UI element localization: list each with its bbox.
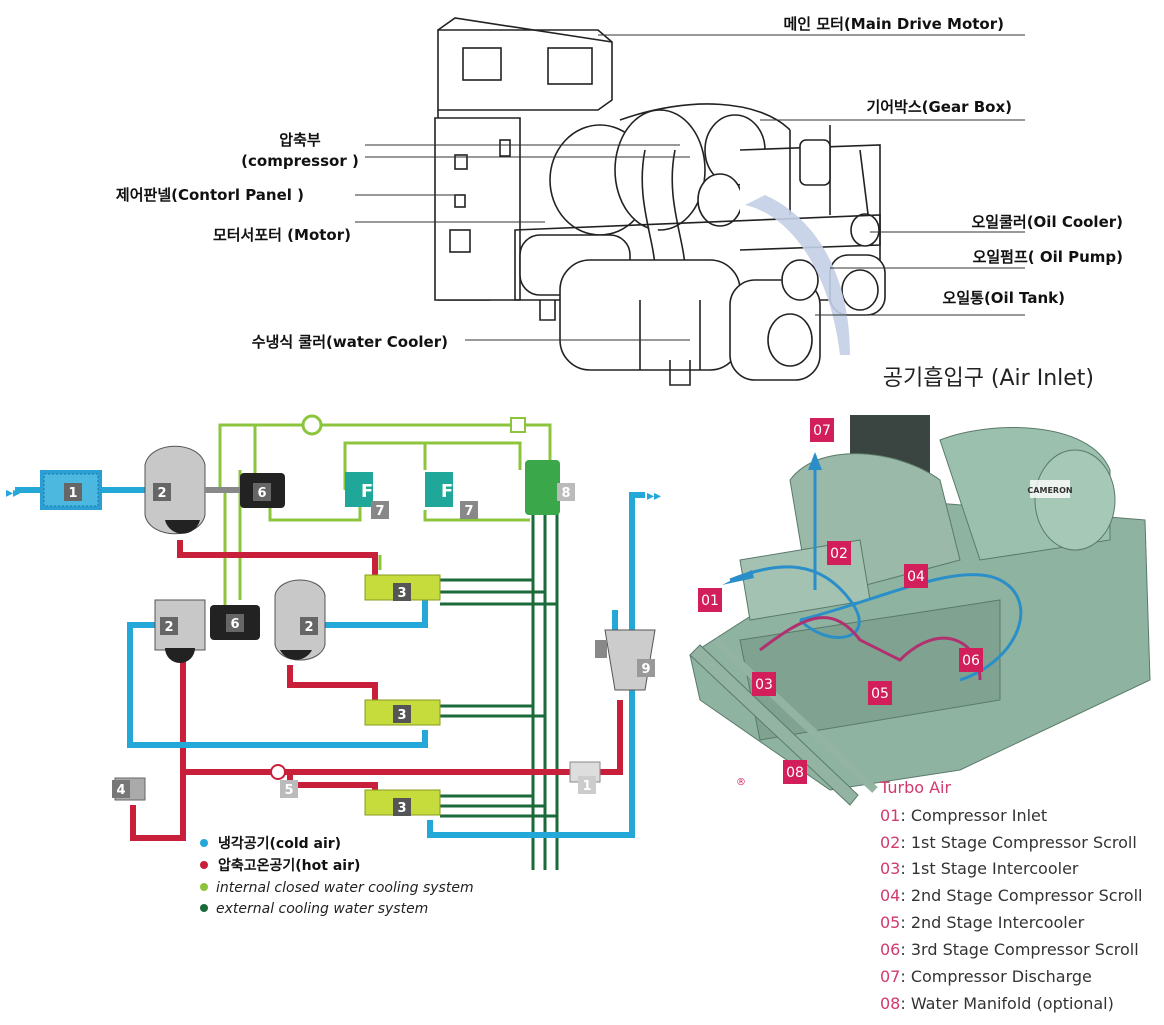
leader-lines [355, 34, 1025, 341]
tag-07: 07 [813, 423, 831, 439]
label-compressor-en: (compressor ) [241, 152, 359, 170]
oil-filters [345, 472, 453, 507]
valve-square [510, 417, 526, 433]
badge-3a: 3 [397, 586, 406, 601]
list-item-05: 05: 2nd Stage Intercooler [880, 913, 1085, 932]
badge-4: 4 [116, 783, 125, 798]
turbo-air-title: Turbo Air [879, 778, 951, 797]
flow-schematic: 1 2 6 F 7 F 7 8 3 2 6 2 3 3 4 [6, 414, 661, 917]
registered-mark: ® [736, 777, 746, 788]
badge-2b: 2 [164, 620, 173, 635]
compressor-stage-1 [144, 445, 206, 535]
inflow-arrows: ▸▸ [6, 485, 20, 501]
tag-02: 02 [830, 546, 848, 562]
badge-3c: 3 [397, 801, 406, 816]
badge-2c: 2 [304, 620, 313, 635]
brand-label: CAMERON [1027, 486, 1072, 495]
outflow-arrows: ▸▸ [647, 488, 661, 504]
oil-cooler-8 [525, 460, 560, 515]
legend-internal-water: internal closed water cooling system [216, 880, 474, 896]
pump-circle [301, 414, 323, 436]
label-compressor-kr: 압축부 [279, 131, 321, 149]
badge-1: 1 [68, 486, 77, 501]
turbo-air-machine: CAMERON ® [689, 415, 1151, 806]
label-oil-pump: 오일펌프( Oil Pump) [973, 248, 1123, 266]
tag-04: 04 [907, 569, 925, 585]
badge-6: 6 [257, 486, 266, 501]
badge-8: 8 [561, 486, 570, 501]
label-motor-support: 모터서포터 (Motor) [213, 226, 351, 244]
badge-3b: 3 [397, 708, 406, 723]
badge-5: 5 [284, 783, 293, 798]
tag-05: 05 [871, 686, 889, 702]
list-item-07: 07: Compressor Discharge [880, 967, 1092, 986]
label-main-drive-motor: 메인 모터(Main Drive Motor) [784, 15, 1005, 33]
cold-air-lines [15, 487, 645, 838]
list-item-04: 04: 2nd Stage Compressor Scroll [880, 886, 1142, 905]
filter-f-2: F [441, 481, 453, 502]
compressor-line-drawing [434, 17, 886, 386]
turbo-tags: 01 02 03 04 05 06 07 08 [698, 418, 983, 784]
badge-1b: 1 [582, 779, 591, 794]
label-water-cooler: 수냉식 쿨러(water Cooler) [252, 333, 448, 351]
badge-7b: 7 [464, 504, 473, 519]
label-oil-cooler: 오일쿨러(Oil Cooler) [972, 213, 1124, 231]
flow-legend: 냉각공기(cold air) 압축고온공기(hot air) internal … [200, 835, 474, 917]
legend-external-water: external cooling water system [216, 901, 428, 917]
external-water-lines [440, 500, 559, 870]
hot-air-lines [130, 540, 623, 841]
label-air-inlet: 공기흡입구 (Air Inlet) [883, 366, 1094, 391]
legend-hot-air: 압축고온공기(hot air) [218, 858, 360, 874]
legend-cold-air: 냉각공기(cold air) [218, 835, 341, 852]
tag-03: 03 [755, 677, 773, 693]
compressor-stage-2a [154, 599, 206, 663]
label-gear-box: 기어박스(Gear Box) [866, 98, 1012, 116]
list-item-06: 06: 3rd Stage Compressor Scroll [880, 940, 1139, 959]
badge-9: 9 [641, 662, 650, 677]
list-item-01: 01: Compressor Inlet [880, 806, 1047, 825]
badge-2: 2 [157, 486, 166, 501]
air-inlet-arrow [745, 195, 850, 355]
turbo-air-list: Turbo Air 01: Compressor Inlet 02: 1st S… [879, 778, 1142, 1013]
list-item-08: 08: Water Manifold (optional) [880, 994, 1114, 1013]
label-control-panel: 제어판넬(Contorl Panel ) [116, 186, 304, 204]
list-item-03: 03: 1st Stage Intercooler [880, 859, 1079, 878]
valve-5 [270, 764, 286, 780]
number-badges: 1 2 6 F 7 F 7 8 3 2 6 2 3 3 4 [64, 481, 655, 816]
list-item-02: 02: 1st Stage Compressor Scroll [880, 833, 1137, 852]
tag-06: 06 [962, 653, 980, 669]
badge-7a: 7 [375, 504, 384, 519]
internal-water-lines [218, 423, 552, 605]
filter-f-1: F [361, 481, 373, 502]
tag-08: 08 [786, 765, 804, 781]
motor-top [205, 473, 285, 508]
label-oil-tank: 오일통(Oil Tank) [943, 289, 1065, 307]
badge-6b: 6 [230, 617, 239, 632]
tag-01: 01 [701, 593, 719, 609]
